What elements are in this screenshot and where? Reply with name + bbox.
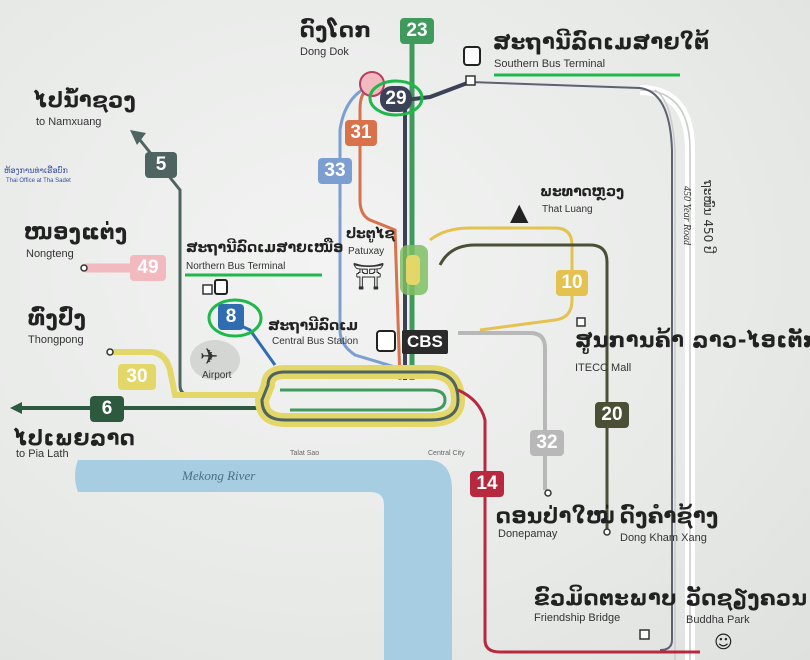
central-station-en: Central Bus Station (272, 336, 359, 347)
route-33-line (338, 83, 406, 372)
route-33-badge[interactable]: 33 (318, 158, 352, 184)
road-450-en: 450 Year Road (681, 186, 692, 246)
highlight-8 (207, 298, 263, 338)
pia-lath-en: to Pia Lath (16, 448, 69, 460)
northern-terminal-lao: ສະຖານີລົດເມສາຍເໜືອ (186, 240, 344, 256)
road-450-lao: ຖະໜົນ 450 ປີ (701, 180, 715, 254)
southern-terminal-lao: ສະຖານີລົດເມສາຍໃຕ້ (493, 30, 710, 54)
dong-kham-xang-lao: ດົງຄຳຊ້າງ (620, 504, 719, 528)
donepamay-lao: ດອນປ່າໃໝ່ (496, 504, 616, 528)
route-32-badge[interactable]: 32 (530, 430, 564, 456)
namxuang-en: to Namxuang (36, 116, 102, 128)
highlight-29 (368, 79, 424, 117)
pia-lath-lao: ໄປເພຍລາດ (14, 426, 136, 450)
central-city-label: Central City (428, 450, 465, 457)
route-10-badge[interactable]: 10 (556, 270, 588, 296)
itecc-en: ITECC Mall (575, 362, 632, 374)
central-station-lao: ສະຖານີລົດເມ (268, 318, 359, 334)
namxuang-lao: ໄປນ້ຳຊວງ (34, 88, 137, 112)
bus-icon (463, 46, 481, 66)
central-loop (254, 365, 466, 427)
bus-icon (214, 279, 228, 295)
that-luang-lao: ພະທາດຫຼວງ (540, 184, 625, 200)
cbs-label: CBS (402, 330, 448, 354)
route-20-line (438, 243, 609, 530)
bus-icon (376, 330, 396, 352)
route-14-line (457, 388, 700, 654)
route-32-line (458, 331, 547, 490)
route-31-badge[interactable]: 31 (345, 120, 377, 146)
dong-dok-lao: ດົງໂດກ (300, 18, 372, 42)
route-14-badge[interactable]: 14 (470, 471, 504, 497)
route-29-line (403, 80, 471, 380)
patuxay-lao: ປະຕູໄຊ (346, 226, 395, 242)
patuxay-monument-icon: ⛩ (352, 262, 386, 292)
itecc-lao: ສູນການຄ້າ ລາວ-ໄອເຕັກ (575, 328, 810, 352)
thongpong-lao: ທົ່ງປົ່ງ (28, 306, 87, 330)
route-6-badge[interactable]: 6 (90, 396, 124, 422)
route-49-badge[interactable]: 49 (130, 255, 166, 281)
talat-sao-label: Talat Sao (290, 450, 320, 457)
mekong-river-label: Mekong River (182, 468, 256, 483)
dong-kham-xang-en: Dong Kham Xang (620, 532, 707, 544)
small-office-lao: ຫ້ອງການທ່າເຮືອບົກ (4, 166, 68, 175)
nongteng-en: Nongteng (26, 248, 74, 260)
airplane-icon: ✈ (200, 345, 219, 370)
southern-terminal-en: Southern Bus Terminal (494, 58, 606, 70)
route-20-badge[interactable]: 20 (595, 402, 629, 428)
that-luang-stupa-icon: ▲ (510, 198, 529, 226)
route-10-line (429, 226, 574, 332)
friendship-bridge-lao: ຂົວມິດຕະພາບ (534, 586, 678, 610)
northern-terminal-en: Northern Bus Terminal (186, 261, 286, 272)
buddha-park-en: Buddha Park (686, 614, 750, 626)
donepamay-en: Donepamay (498, 528, 558, 540)
airport-en: Airport (202, 370, 232, 381)
small-office-en: Thai Office at Tha Sadet (6, 178, 71, 184)
that-luang-en: That Luang (542, 204, 593, 215)
thongpong-en: Thongpong (28, 334, 84, 346)
road-450-year (639, 85, 695, 660)
mekong-river (75, 460, 452, 660)
friendship-bridge-en: Friendship Bridge (534, 612, 621, 624)
route-8-badge[interactable]: 8 (218, 304, 244, 330)
nongteng-lao: ໜອງແຕ່ງ (24, 220, 128, 244)
route-30-line (110, 349, 265, 398)
dong-dok-en: Dong Dok (300, 46, 349, 58)
airport-area (190, 340, 240, 380)
route-29-badge[interactable]: 29 (380, 86, 412, 112)
route-23-badge[interactable]: 23 (400, 18, 434, 44)
buddha-park-lao: ວັດຊຽງຄວນ (686, 586, 808, 610)
route-30-badge[interactable]: 30 (118, 364, 156, 390)
patuxay-en: Patuxay (348, 246, 385, 257)
route-5-badge[interactable]: 5 (145, 152, 177, 178)
buddha-head-icon: ☺ (714, 632, 733, 653)
